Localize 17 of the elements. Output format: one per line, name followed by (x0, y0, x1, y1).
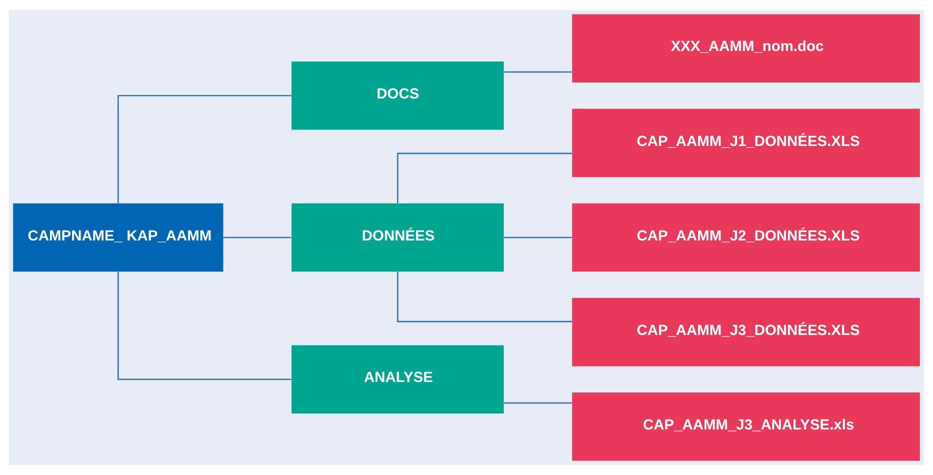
connector (504, 71, 572, 73)
node-box: CAMPNAME_ KAP_AAMM (13, 203, 224, 272)
connector (118, 95, 292, 204)
connector (118, 272, 292, 380)
connector (397, 152, 572, 204)
node-box: XXX_AAMM_nom.doc (572, 14, 920, 82)
node-box: CAP_AAMM_J1_DONNÉES.XLS (572, 108, 920, 178)
connector (223, 236, 292, 238)
node-box: DOCS (292, 62, 504, 130)
node-box: CAP_AAMM_J3_DONNÉES.XLS (572, 298, 920, 366)
connector (504, 236, 572, 238)
connector (504, 402, 572, 404)
connector (397, 272, 572, 322)
node-box: DONNÉES (292, 203, 504, 272)
node-box: ANALYSE (292, 345, 504, 414)
node-box: CAP_AAMM_J3_ANALYSE.xls (572, 392, 920, 461)
node-box: CAP_AAMM_J2_DONNÉES.XLS (572, 203, 920, 272)
